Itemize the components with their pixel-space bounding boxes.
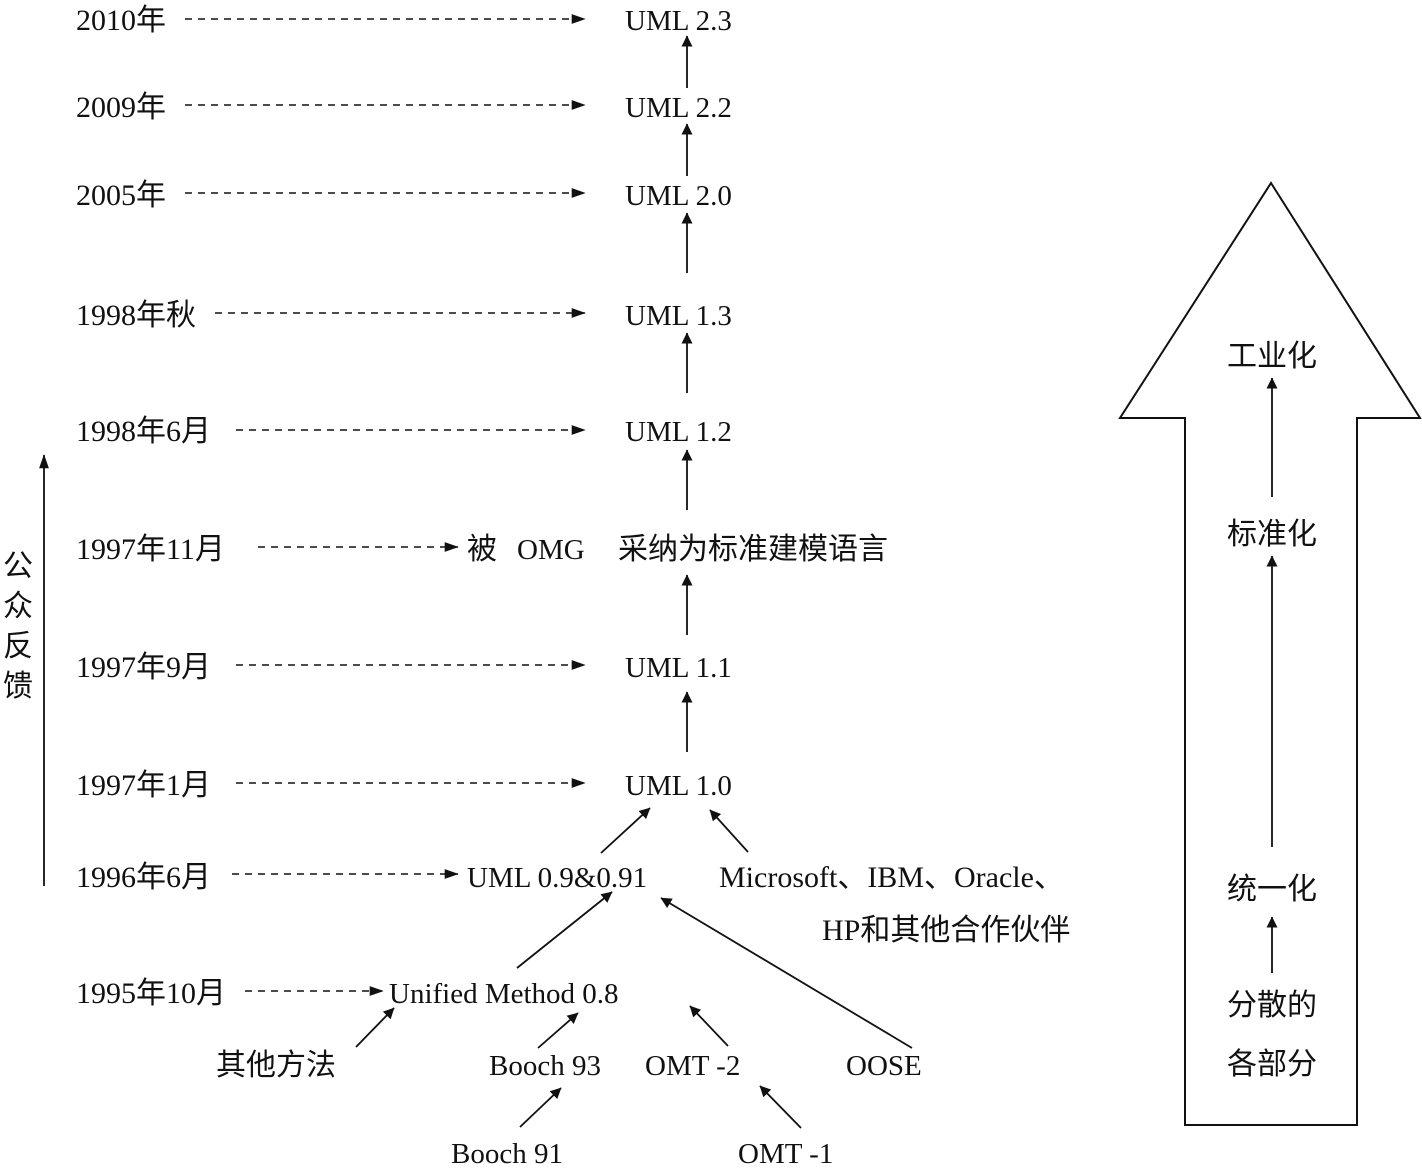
version-unified-method-0-8: Unified Method 0.8 [389,978,619,1010]
stage-industrialized: 工业化 [1227,340,1317,373]
version-uml-1-1: UML 1.1 [625,652,732,684]
year-2005: 2005年 [76,179,166,212]
feedback-char-4: 馈 [3,670,33,703]
omg-adoption-prefix: 被 [467,533,497,566]
arrow-partners-to-1-0 [709,809,749,853]
partners-note: Microsoft、IBM、Oracle、 HP和其他合作伙伴 [719,861,1070,947]
source-omt-1: OMT -1 [738,1138,833,1170]
omg-adoption-suffix: 采纳为标准建模语言 [618,533,888,566]
stage-dispersed-line-2: 各部分 [1227,1048,1317,1081]
uml-versions: UML 2.3 UML 2.2 UML 2.0 UML 1.3 UML 1.2 … [389,5,732,1010]
year-1997-november: 1997年11月 [76,533,225,566]
version-uml-2-0: UML 2.0 [625,180,732,212]
arrow-oose-to-0-9 [660,897,913,1049]
omg-adoption-org: OMG [517,534,585,566]
year-2010: 2010年 [76,4,166,37]
arrow-booch-91-to-booch-93 [519,1087,562,1128]
version-uml-2-2: UML 2.2 [625,92,732,124]
stage-unified: 统一化 [1227,873,1317,906]
year-1998-june: 1998年6月 [76,415,211,448]
arrow-other-methods-to-unified [355,1007,395,1048]
development-block-arrow [1118,181,1422,1126]
year-1997-september: 1997年9月 [76,651,211,684]
feedback-char-3: 反 [3,630,33,663]
version-uml-2-3: UML 2.3 [625,5,732,37]
arrow-omt-1-to-omt-2 [759,1085,802,1129]
source-omt-2: OMT -2 [645,1050,740,1082]
year-1995-october: 1995年10月 [76,977,226,1010]
source-other-methods: 其他方法 [216,1049,336,1082]
version-uml-0-9-0-91: UML 0.9&0.91 [467,862,647,894]
feedback-char-1: 公 [3,550,33,583]
partners-line-2: HP和其他合作伙伴 [822,914,1070,947]
source-booch-91: Booch 91 [451,1138,563,1170]
stage-standardized: 标准化 [1227,518,1317,551]
version-uml-1-2: UML 1.2 [625,416,732,448]
arrow-omt-2-to-unified [689,1005,729,1047]
stage-dispersed-line-1: 分散的 [1227,989,1317,1022]
year-2009: 2009年 [76,91,166,124]
public-feedback-label: 公 众 反 馈 [3,550,33,703]
arrow-booch-93-to-unified [537,1012,579,1049]
timeline-years: 2010年 2009年 2005年 1998年秋 1998年6月 1997年11… [76,4,226,1010]
year-1996-june: 1996年6月 [76,861,211,894]
source-oose: OOSE [846,1050,922,1082]
source-booch-93: Booch 93 [489,1050,601,1082]
year-1998-autumn: 1998年秋 [76,299,196,332]
arrow-unified-method-to-0-9 [516,891,613,969]
arrow-0-9-to-1-0 [600,807,651,854]
feedback-char-2: 众 [3,590,33,623]
partners-line-1: Microsoft、IBM、Oracle、 [719,861,1064,894]
year-1997-january: 1997年1月 [76,769,211,802]
development-stages: 工业化 标准化 统一化 分散的 各部分 [1227,340,1317,1081]
timeline-dashed-arrows [185,14,586,996]
source-methods: 其他方法 Booch 93 OMT -2 OOSE Booch 91 OMT -… [216,1049,922,1170]
version-uml-1-3: UML 1.3 [625,300,732,332]
version-uml-1-0: UML 1.0 [625,770,732,802]
omg-adoption: 被 OMG 采纳为标准建模语言 [467,533,888,566]
